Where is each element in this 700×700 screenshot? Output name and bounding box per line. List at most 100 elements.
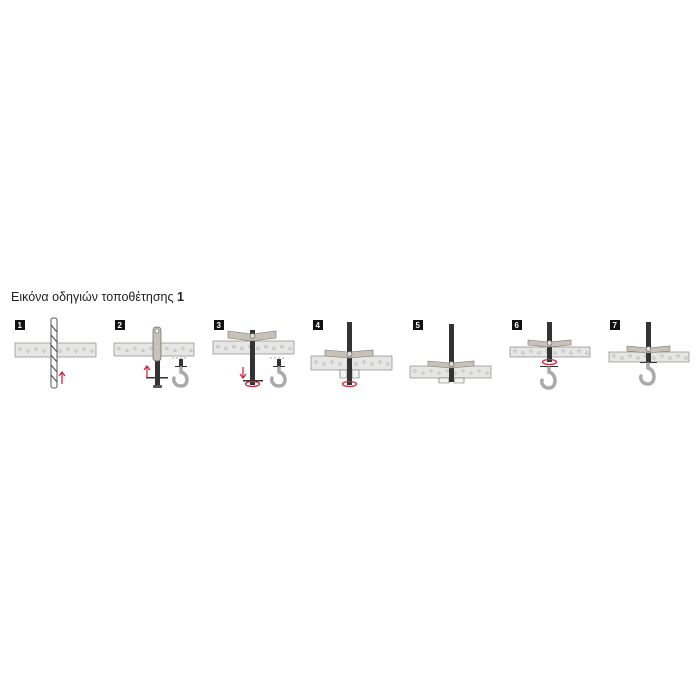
board-texture-dot [82,347,86,351]
step-badge [610,320,620,330]
board-texture-dot [338,362,342,366]
board-texture-dot [684,356,688,360]
board-texture-dot [42,349,46,353]
step-number: 2 [118,321,123,330]
board-texture-dot [322,362,326,366]
board-texture-dot [26,349,30,353]
board-texture-dot [370,362,374,366]
drill-flutes [50,324,58,383]
board-texture-dot [628,354,632,358]
hook [639,362,656,386]
board-texture-dot [553,351,557,355]
board-texture-dot [469,371,473,375]
board-texture-dot [66,347,70,351]
toggle-wing-folded [152,326,162,362]
step-2: 2 [113,320,195,388]
board-texture-dot [74,349,78,353]
step-number: 5 [416,321,421,330]
board-texture-dot [165,346,169,351]
board-texture-dot [149,346,153,351]
hook [270,366,287,388]
board-texture-dot [34,347,38,351]
board-texture-dot [652,356,656,360]
step-badge [512,320,522,330]
board-texture-dot [413,369,417,373]
up-arrow-icon [58,370,66,384]
board-texture-dot [445,369,449,373]
board-texture-dot [224,346,228,351]
board-texture-dot [362,360,366,364]
step-number: 7 [613,321,618,330]
board-texture-dot [117,346,121,351]
board-texture-dot [133,346,137,351]
washer [146,377,168,379]
board-texture-dot [256,346,260,351]
instructions-title: Εικόνα οδηγιών τοποθέτησης 1 [11,290,184,304]
board-texture-dot [141,348,145,353]
step-4: 4 [310,320,393,388]
rotate-icon [244,380,261,388]
board-texture-dot [437,371,441,375]
hook [172,366,189,388]
board-texture-dot [620,356,624,360]
board-texture-dot [561,349,565,353]
board-texture-dot [18,347,22,351]
rotate-icon [541,358,558,366]
step-6: 6 [509,320,591,390]
step-badge [413,320,423,330]
board-texture-dot [173,348,177,353]
board-texture-dot [612,354,616,358]
board-texture-dot [354,362,358,366]
board-texture-dot [378,360,382,364]
board-texture-dot [636,356,640,360]
rotate-icon [341,380,358,388]
board-texture-dot [189,348,193,353]
board-texture-dot [569,351,573,355]
down-arrow-icon [239,367,247,380]
board-texture-dot [421,371,425,375]
board-texture-dot [288,346,292,351]
step-3: 3 [212,320,295,388]
board-texture-dot [90,349,94,353]
step-number: 6 [515,321,520,330]
bolt-rod [449,324,454,382]
board-texture-dot [521,351,525,355]
board-texture-dot [58,349,62,353]
board-texture-dot [264,344,268,349]
board-texture-dot [314,360,318,364]
bolt-rod [646,322,651,362]
board-texture-dot [461,369,465,373]
step-badge [115,320,125,330]
board-texture-dot [537,351,541,355]
board-texture-dot [660,354,664,358]
board-texture-dot [232,344,236,349]
board-texture-dot [429,369,433,373]
bolt-rod [250,330,255,385]
hook [540,366,557,390]
board-texture-dot [216,344,220,349]
board-texture-dot [272,346,276,351]
step-7: 7 [608,320,690,386]
board-texture-dot [240,346,244,351]
step-badge [313,320,323,330]
step-5: 5 [409,320,492,384]
title-text: Εικόνα οδηγιών τοποθέτησης [11,290,174,304]
up-arrow-icon [143,364,151,378]
board-texture-dot [330,360,334,364]
step-number: 1 [18,321,23,330]
board-texture-dot [386,362,390,366]
step-badge [214,320,224,330]
washer [243,380,263,382]
bolt-rod [155,360,160,385]
board-texture-dot [280,344,284,349]
step-badge [15,320,25,330]
step-number: 4 [316,321,321,330]
board-texture-dot [529,349,533,353]
step-number: 3 [217,321,222,330]
bolt-head [153,385,162,388]
board-texture-dot [577,349,581,353]
board-texture-dot [676,354,680,358]
board-texture-dot [513,349,517,353]
board-texture-dot [477,369,481,373]
